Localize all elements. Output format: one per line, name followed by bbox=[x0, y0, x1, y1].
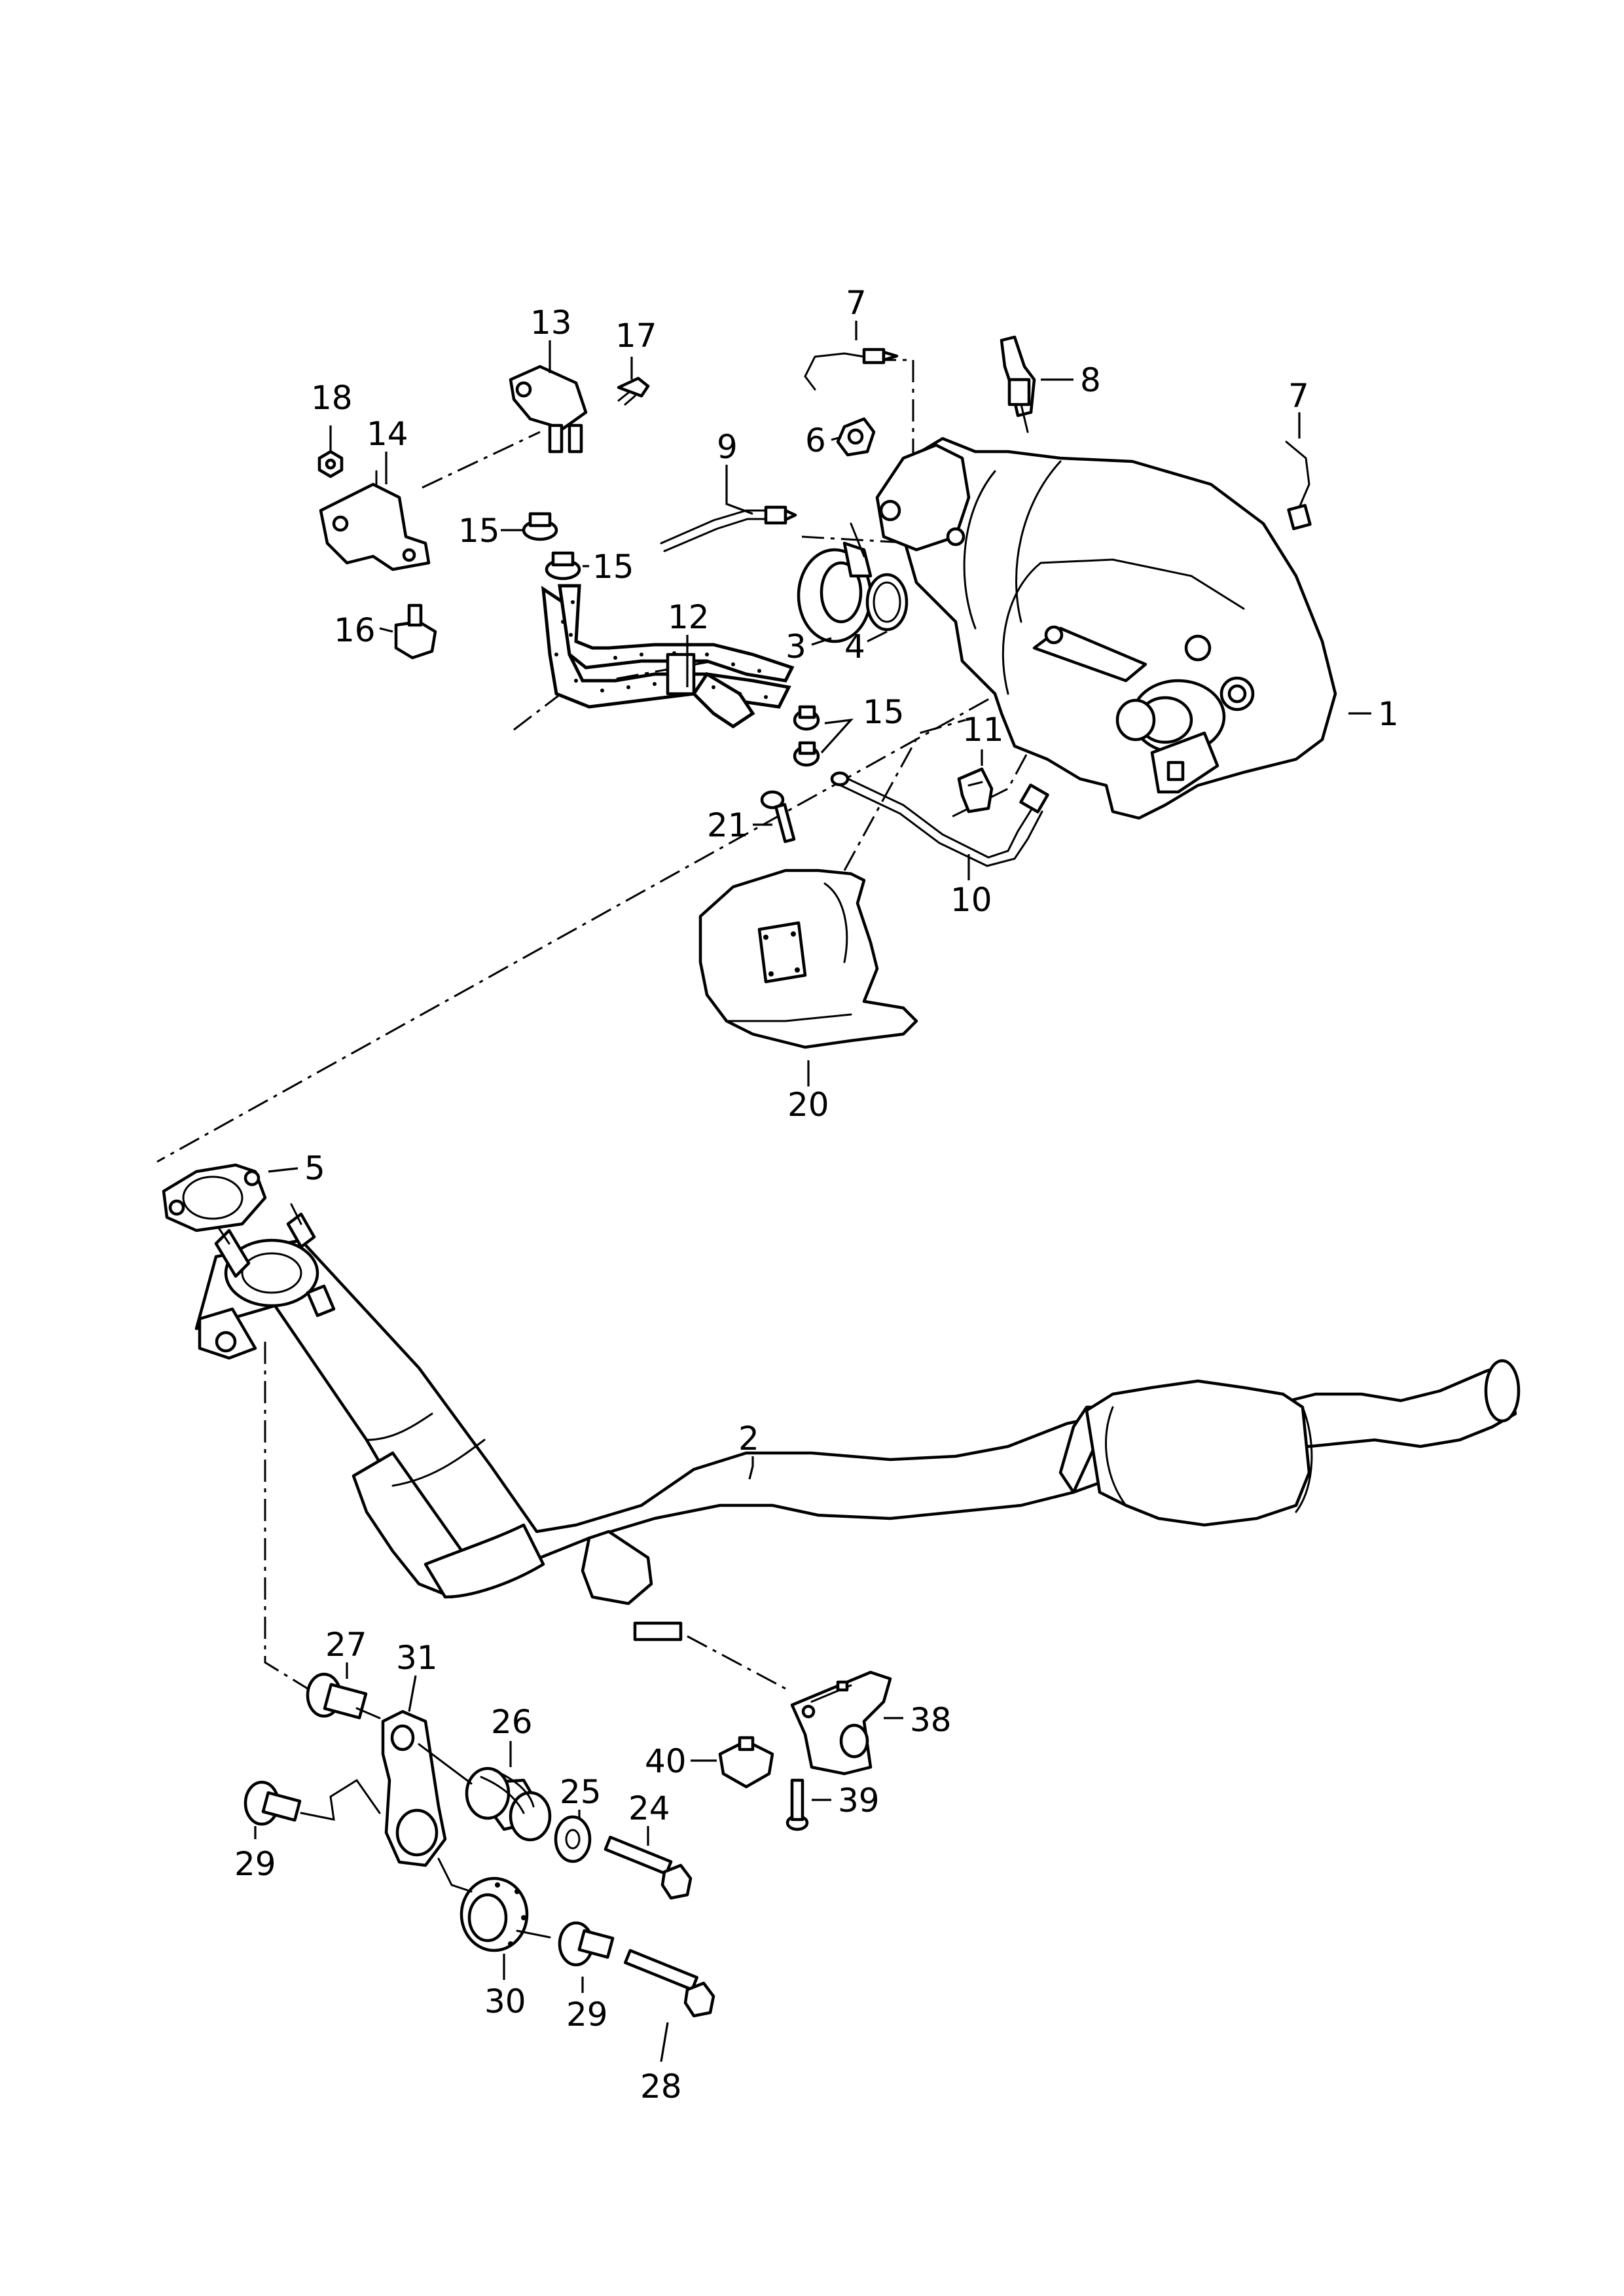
callout-21: 21 bbox=[707, 806, 749, 844]
callout-16: 16 bbox=[334, 611, 376, 649]
callout-15-right: 15 bbox=[863, 693, 905, 731]
callout-10: 10 bbox=[950, 881, 992, 919]
callout-2: 2 bbox=[738, 1420, 759, 1458]
hanger-linkage-line-5 bbox=[418, 1743, 473, 1785]
callout-1: 1 bbox=[1378, 695, 1399, 733]
hose-clip-1[interactable] bbox=[522, 512, 558, 541]
sender-bracket[interactable] bbox=[319, 470, 431, 571]
callout-20: 20 bbox=[787, 1086, 829, 1124]
callout-15-top-left: 15 bbox=[458, 512, 500, 550]
hanger-linkage-line bbox=[300, 1778, 381, 1821]
callout-24: 24 bbox=[628, 1789, 670, 1827]
particulate-filter-housing[interactable] bbox=[875, 437, 1337, 820]
pressure-hoses[interactable] bbox=[541, 584, 795, 729]
seal-ring[interactable] bbox=[865, 573, 909, 632]
callout-17: 17 bbox=[615, 317, 657, 355]
callout-8: 8 bbox=[1080, 361, 1101, 399]
hanger-linkage-line-3 bbox=[516, 1929, 551, 1939]
lambda-probe[interactable] bbox=[1000, 335, 1036, 433]
nut-40[interactable] bbox=[718, 1736, 774, 1789]
callout-27: 27 bbox=[325, 1626, 367, 1664]
callout-12: 12 bbox=[668, 598, 710, 636]
hanger-link-31[interactable] bbox=[381, 1710, 447, 1867]
pressure-pipe[interactable] bbox=[830, 771, 1049, 867]
nut-18[interactable] bbox=[317, 450, 344, 478]
bolt-17[interactable] bbox=[617, 376, 650, 406]
temperature-sender-right[interactable] bbox=[1285, 440, 1312, 531]
callout-30: 30 bbox=[484, 1982, 526, 2020]
rubber-mount-30[interactable] bbox=[460, 1876, 529, 1952]
callout-4: 4 bbox=[844, 628, 865, 666]
callout-26: 26 bbox=[491, 1703, 533, 1741]
callout-18: 18 bbox=[311, 379, 353, 417]
callout-7-left: 7 bbox=[846, 284, 867, 322]
washer-25[interactable] bbox=[554, 1815, 592, 1863]
hanger-linkage-line-2 bbox=[437, 1857, 473, 1893]
pipe-bracket[interactable] bbox=[957, 767, 994, 814]
bush-29-lower[interactable] bbox=[558, 1921, 615, 1967]
callout-14: 14 bbox=[367, 415, 408, 453]
callout-3: 3 bbox=[785, 628, 806, 666]
callout-5: 5 bbox=[304, 1149, 325, 1187]
front-exhaust-pipe[interactable] bbox=[194, 1203, 1521, 1641]
bolt-21[interactable] bbox=[760, 790, 796, 844]
callout-40: 40 bbox=[645, 1742, 687, 1780]
temperature-sender-left[interactable] bbox=[804, 348, 899, 391]
hose-clip-4[interactable] bbox=[793, 741, 820, 767]
callout-29-lower: 29 bbox=[566, 1996, 608, 2034]
pressure-sender[interactable] bbox=[509, 365, 588, 454]
callout-13: 13 bbox=[530, 304, 572, 342]
bolt-39[interactable] bbox=[785, 1778, 809, 1831]
callout-9: 9 bbox=[717, 428, 738, 466]
callout-31: 31 bbox=[396, 1639, 438, 1677]
callout-15-top-right: 15 bbox=[592, 548, 634, 586]
hose-clip-3[interactable] bbox=[793, 705, 820, 731]
callout-labels: 1 2 3 4 5 6 7 7 8 9 10 11 12 13 14 15 15… bbox=[234, 284, 1399, 2106]
bush-29-left[interactable] bbox=[244, 1780, 302, 1826]
callout-39: 39 bbox=[838, 1782, 880, 1820]
leader-lines bbox=[254, 321, 1371, 2062]
grommet[interactable] bbox=[394, 603, 437, 660]
callout-38: 38 bbox=[910, 1701, 952, 1739]
temperature-sender-pipe[interactable] bbox=[660, 505, 797, 552]
hanger-linkage-line-4 bbox=[355, 1707, 381, 1719]
spring-sleeve-26[interactable] bbox=[465, 1767, 552, 1842]
bush-27[interactable] bbox=[306, 1672, 368, 1719]
callout-7-right: 7 bbox=[1288, 377, 1309, 415]
heat-shield[interactable] bbox=[698, 869, 918, 1049]
hex-nut[interactable] bbox=[836, 417, 876, 457]
hose-clip-2[interactable] bbox=[545, 551, 581, 581]
clamp-part[interactable] bbox=[797, 522, 873, 643]
bolt-24[interactable] bbox=[604, 1835, 693, 1900]
callout-29-left: 29 bbox=[234, 1845, 276, 1883]
callout-6: 6 bbox=[805, 422, 826, 459]
hanger-bracket-38[interactable] bbox=[790, 1670, 892, 1776]
callout-11: 11 bbox=[962, 711, 1004, 749]
callout-28: 28 bbox=[640, 2068, 682, 2106]
flange-gasket[interactable] bbox=[162, 1163, 267, 1232]
callout-25: 25 bbox=[560, 1773, 602, 1811]
bolt-28[interactable] bbox=[624, 1948, 715, 2018]
